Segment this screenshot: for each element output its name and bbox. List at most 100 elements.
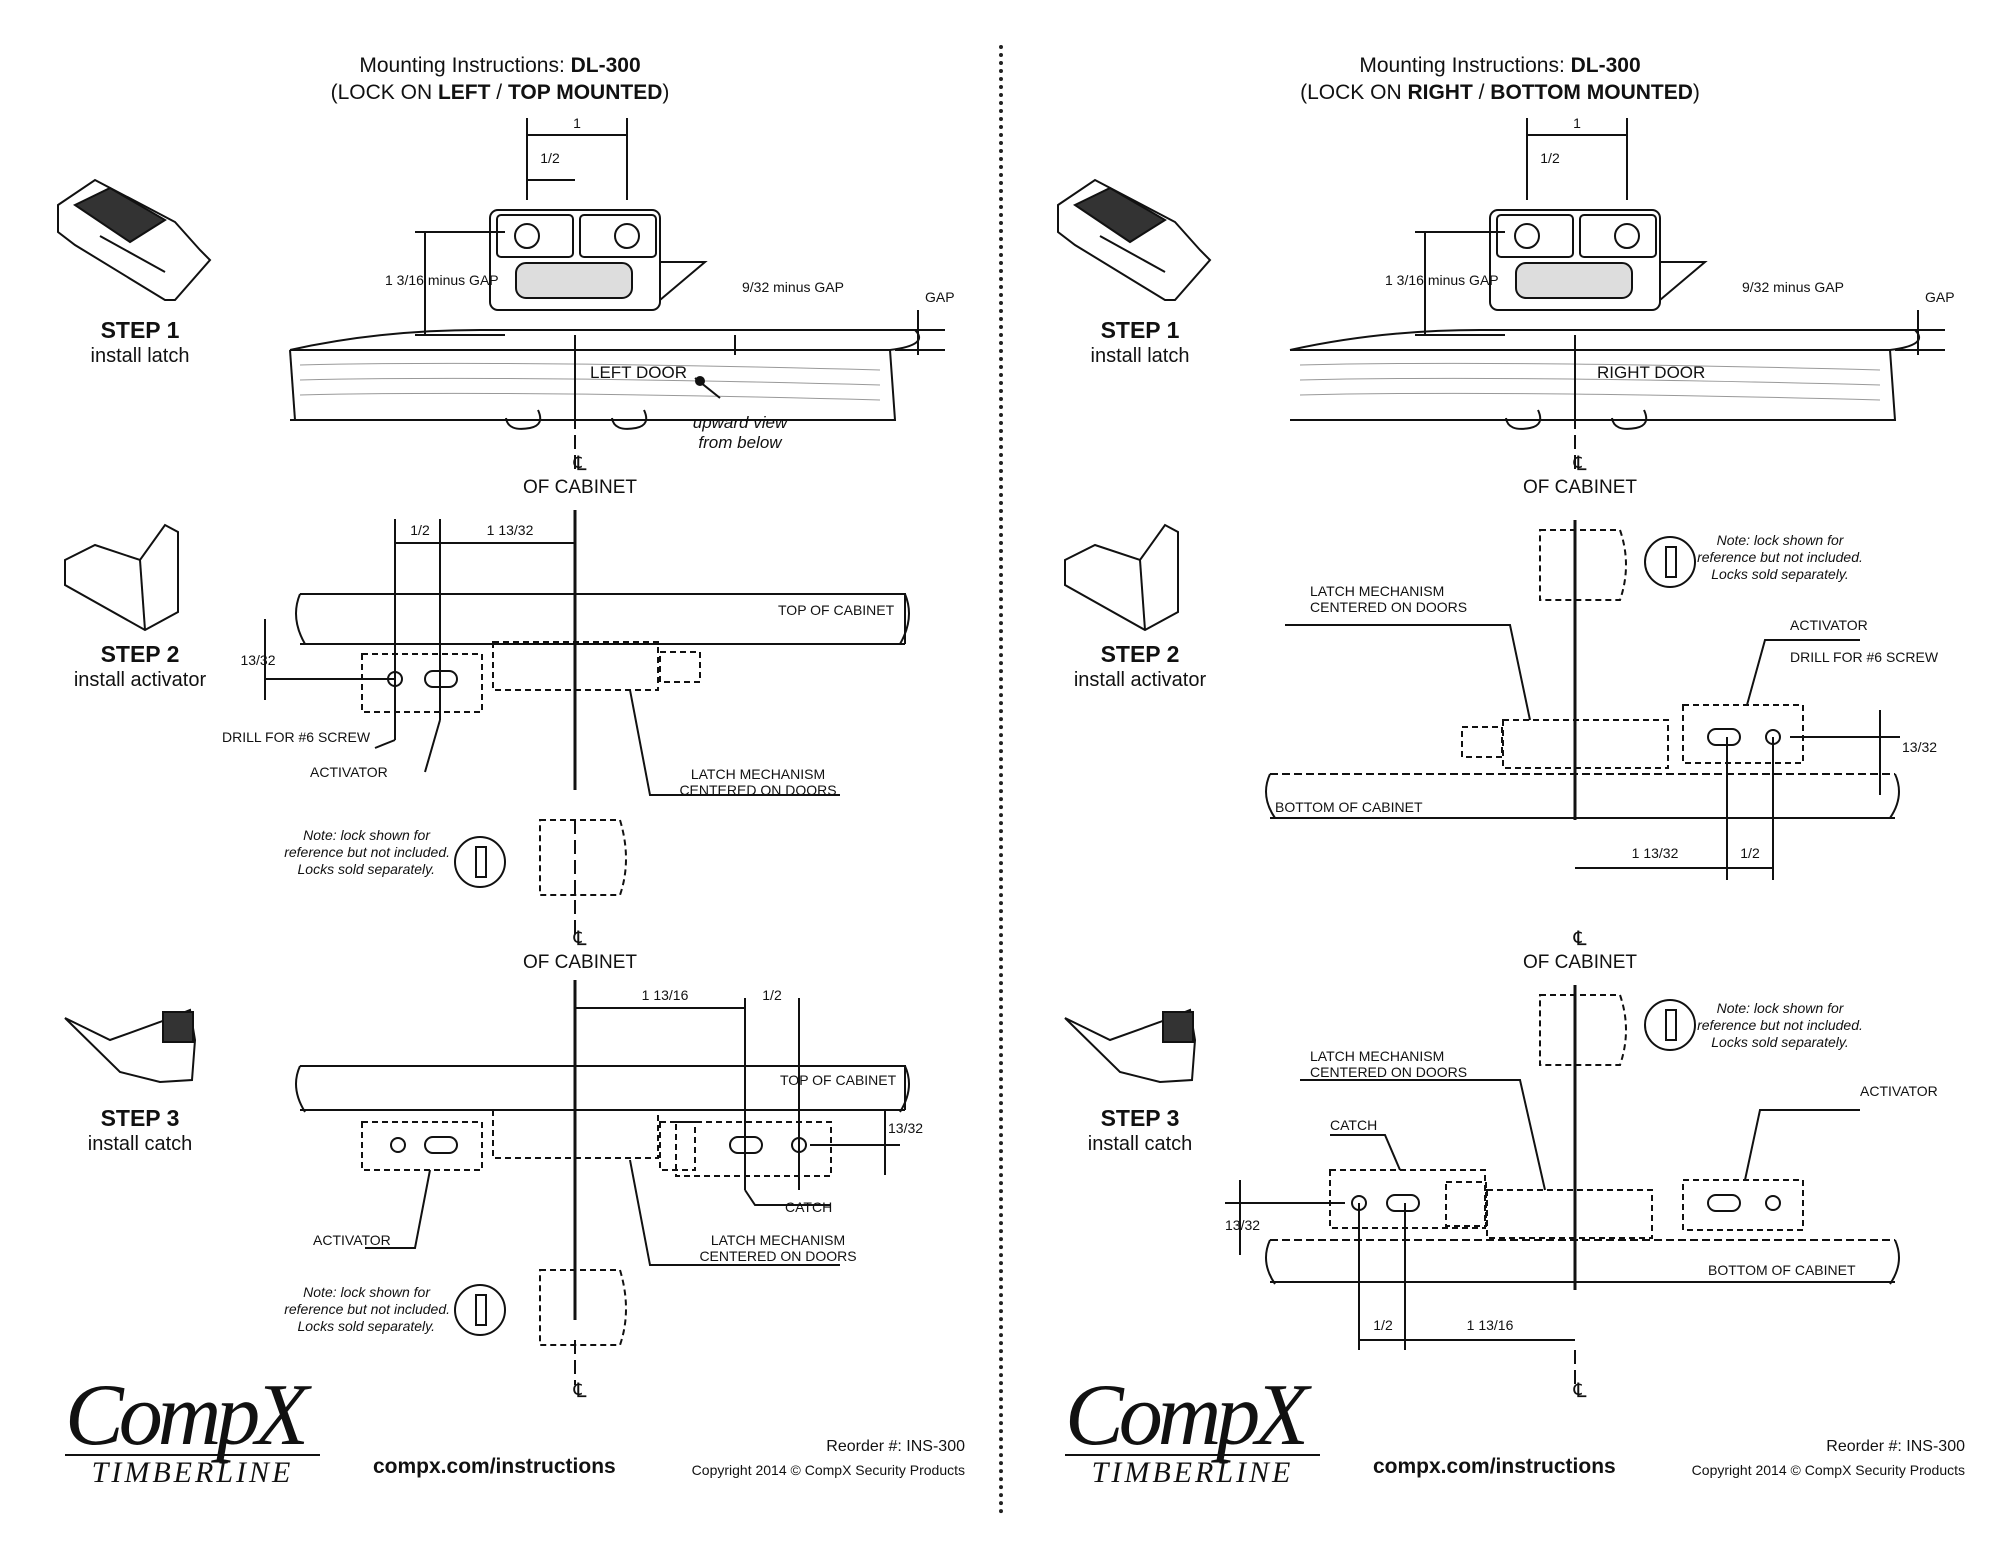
dim-label: 1 [1573, 115, 1581, 131]
reorder-number: Reorder #: INS-300 [826, 1438, 965, 1455]
bottom-of-cabinet-label: BOTTOM OF CABINET [1275, 799, 1423, 815]
door-label: RIGHT DOOR [1597, 363, 1705, 382]
catch-product-icon [64, 1008, 197, 1084]
copyright: Copyright 2014 © CompX Security Products [691, 1462, 965, 1478]
dim-label: 1 13/32 [487, 522, 534, 538]
activator-label: ACTIVATOR [1790, 617, 1868, 633]
step-2: STEP 2 install activator [45, 640, 235, 693]
top-of-cabinet-label: TOP OF CABINET [780, 1072, 897, 1088]
step2-diagram [264, 510, 910, 940]
center-divider [999, 45, 1003, 1515]
dim-label: 1 13/16 [642, 987, 689, 1003]
note-text: Locks sold separately. [298, 861, 435, 877]
step-subtitle: install catch [87, 1133, 193, 1155]
note-text: Note: lock shown for [1717, 532, 1845, 548]
reorder-number: Reorder #: INS-300 [1826, 1438, 1965, 1455]
annotation: from below [698, 433, 783, 452]
left-instructions: Mounting Instructions: DL-300 (LOCK ON L… [45, 54, 965, 1490]
dim-label: 1/2 [540, 150, 560, 166]
step-3: STEP 3 install catch [1045, 1104, 1235, 1157]
dim-label: 9/32 minus GAP [742, 279, 844, 295]
step-title: STEP 2 [1100, 641, 1180, 667]
drill-label: DRILL FOR #6 SCREW [1790, 649, 1939, 665]
dim-label: 1 13/16 [1467, 1317, 1514, 1333]
step-subtitle: install latch [1090, 345, 1190, 367]
centerline-symbol: ℄ [1573, 453, 1587, 475]
activator-product-icon [64, 523, 179, 632]
dim-label: 1/2 [410, 522, 430, 538]
activator-product-icon [1064, 523, 1179, 632]
dim-label: 1/2 [1740, 845, 1760, 861]
activator-label: ACTIVATOR [310, 764, 388, 780]
of-cabinet-label: OF CABINET [523, 477, 637, 498]
copyright: Copyright 2014 © CompX Security Products [1691, 1462, 1965, 1478]
step-title: STEP 3 [100, 1105, 180, 1131]
centerline-symbol: ℄ [573, 928, 587, 950]
annotation: upward view [693, 413, 789, 432]
step-subtitle: install activator [1073, 669, 1207, 691]
dim-label: 1/2 [1540, 150, 1560, 166]
latch-mech-label: CENTERED ON DOORS [699, 1248, 856, 1264]
dim-label: 1 13/32 [1632, 845, 1679, 861]
note-text: reference but not included. [1697, 1017, 1863, 1033]
activator-label: ACTIVATOR [313, 1232, 391, 1248]
step1-diagram [1289, 118, 1945, 470]
compx-logo: CompX TIMBERLINE [1065, 1372, 1320, 1490]
latch-mech-label: LATCH MECHANISM [711, 1232, 845, 1248]
latch-mech-label: LATCH MECHANISM [1310, 1048, 1444, 1064]
dim-label: 13/32 [1225, 1217, 1260, 1233]
left-diagram: 1 1/2 1 3/16 minus GAP 9/32 minus GAP GA… [57, 115, 955, 1402]
note-text: reference but not included. [1697, 549, 1863, 565]
step-subtitle: install activator [73, 669, 207, 691]
note-text: Note: lock shown for [303, 1284, 431, 1300]
latch-mech-label: LATCH MECHANISM [1310, 583, 1444, 599]
step3-diagram [295, 980, 910, 1385]
centerline-symbol: ℄ [1573, 1380, 1587, 1402]
step1-diagram [289, 118, 945, 470]
dim-label: 1 [573, 115, 581, 131]
right-diagram: 1 1/2 1 3/16 minus GAP 9/32 minus GAP GA… [1057, 115, 1955, 1402]
note-text: Note: lock shown for [303, 827, 431, 843]
step-title: STEP 1 [1100, 317, 1180, 343]
note-text: Locks sold separately. [1711, 566, 1848, 582]
dim-label: 1/2 [1373, 1317, 1393, 1333]
note-text: reference but not included. [284, 844, 450, 860]
dim-label: 13/32 [1902, 739, 1937, 755]
latch-mech-label: CENTERED ON DOORS [679, 782, 836, 798]
step-3: STEP 3 install catch [45, 1104, 235, 1157]
dim-label: 13/32 [888, 1120, 923, 1136]
left-header-line2: (LOCK ON LEFT / TOP MOUNTED) [330, 81, 670, 104]
dim-label: 9/32 minus GAP [1742, 279, 1844, 295]
instructions-url[interactable]: compx.com/instructions [1373, 1455, 1616, 1478]
dim-label: 13/32 [240, 652, 275, 668]
step-title: STEP 3 [1100, 1105, 1180, 1131]
latch-product-icon [57, 178, 212, 301]
compx-logo: CompX TIMBERLINE [65, 1372, 320, 1490]
note-text: Locks sold separately. [298, 1318, 435, 1334]
right-instructions: Mounting Instructions: DL-300 (LOCK ON R… [1000, 0, 1999, 1545]
note-text: Note: lock shown for [1717, 1000, 1845, 1016]
centerline-symbol: ℄ [1573, 928, 1587, 950]
note-text: reference but not included. [284, 1301, 450, 1317]
step-title: STEP 1 [100, 317, 180, 343]
note-text: Locks sold separately. [1711, 1034, 1848, 1050]
gap-label: GAP [925, 289, 955, 305]
step2-diagram [1265, 520, 1900, 880]
catch-product-icon [1064, 1008, 1197, 1084]
centerline-symbol: ℄ [573, 453, 587, 475]
dim-label: 1 3/16 minus GAP [1385, 272, 1499, 288]
right-header-line1: Mounting Instructions: DL-300 [1359, 54, 1641, 77]
left-header-line1: Mounting Instructions: DL-300 [359, 54, 641, 77]
latch-mech-label: CENTERED ON DOORS [1310, 1064, 1467, 1080]
step-subtitle: install catch [1087, 1133, 1193, 1155]
of-cabinet-label: OF CABINET [523, 952, 637, 973]
right-header-line2: (LOCK ON RIGHT / BOTTOM MOUNTED) [1300, 81, 1700, 104]
dim-label: 1/2 [762, 987, 782, 1003]
latch-mech-label: LATCH MECHANISM [691, 766, 825, 782]
of-cabinet-label: OF CABINET [1523, 477, 1637, 498]
step-1: STEP 1 install latch [45, 316, 235, 369]
step-1: STEP 1 install latch [1045, 316, 1235, 369]
step-2: STEP 2 install activator [1045, 640, 1235, 693]
catch-label: CATCH [785, 1199, 832, 1215]
instructions-url[interactable]: compx.com/instructions [373, 1455, 616, 1478]
